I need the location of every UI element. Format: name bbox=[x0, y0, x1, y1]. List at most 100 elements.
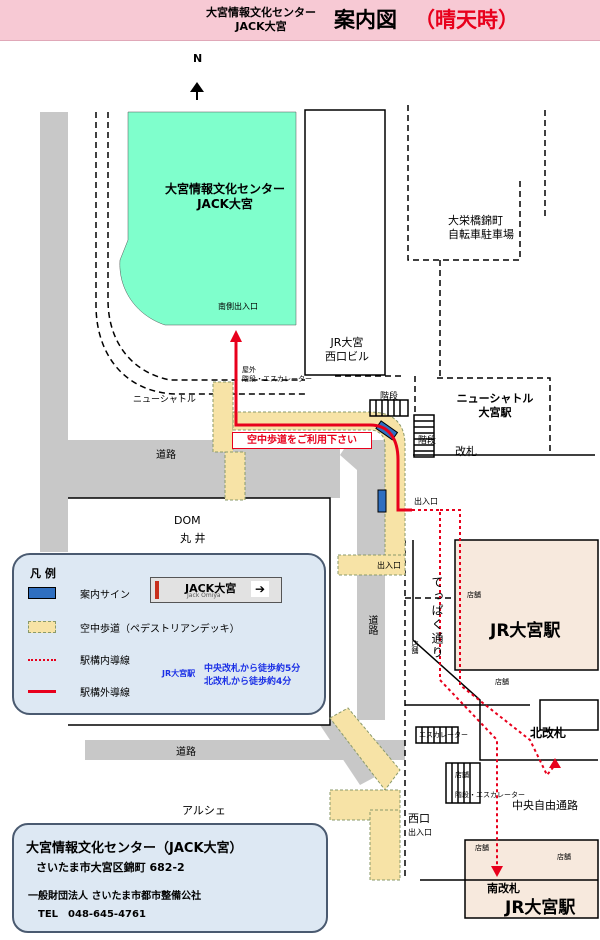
south-gate-arrow-icon bbox=[491, 866, 503, 877]
north-arrow-icon bbox=[190, 82, 204, 92]
outdoor-stairs-label-1: 屋外 bbox=[242, 366, 256, 374]
legend-outside-route-icon bbox=[28, 690, 56, 693]
legend-skywalk-icon bbox=[28, 621, 56, 633]
station-outline-1 bbox=[412, 540, 598, 761]
header-banner: 大宮情報文化センター JACK大宮 案内図 （晴天時） bbox=[0, 0, 600, 41]
shop-label-2: 店舗 bbox=[411, 640, 419, 654]
jr-west-building-shape bbox=[304, 109, 386, 376]
sign-sample-main: JACK大宮 bbox=[185, 582, 237, 595]
new-shuttle-line-label: ニューシャトル bbox=[133, 395, 196, 405]
header-name-line: 大宮情報文化センター bbox=[206, 6, 316, 19]
legend-sign-sample: JACK大宮 Jack Omiya ➔ bbox=[150, 577, 282, 603]
legend-panel: 凡 例 案内サイン JACK大宮 Jack Omiya ➔ 空中歩道（ペデストリ… bbox=[12, 553, 326, 715]
jr-station-area-top bbox=[454, 539, 599, 671]
road-top-label: 道路 bbox=[156, 450, 176, 461]
south-gate-label: 南改札 bbox=[487, 882, 520, 895]
skywalk-seg-7 bbox=[369, 809, 401, 881]
road-vertical-right bbox=[340, 440, 385, 720]
skywalk-notice: 空中歩道をご利用下さい bbox=[232, 432, 372, 449]
boundary-line-1 bbox=[107, 112, 305, 381]
bicycle-parking-label-2: 自転車駐車場 bbox=[448, 228, 514, 241]
road-middle-label: 道路 bbox=[176, 747, 196, 758]
shop-label-5: 店舗 bbox=[475, 844, 489, 852]
escalator-label-2: 階段・エスカレーター bbox=[455, 791, 525, 799]
escalator-icon-1 bbox=[415, 726, 459, 744]
facility-info-panel: 大宮情報文化センター（JACK大宮） さいたま市大宮区錦町 682-2 一般財団… bbox=[12, 823, 328, 933]
north-label: N bbox=[193, 52, 203, 65]
jr-station-area-bottom bbox=[464, 839, 599, 919]
dom-label: DOM bbox=[174, 514, 201, 527]
jr-omiya-station-label-top: JR大宮駅 bbox=[490, 621, 561, 641]
road-middle-horizontal bbox=[85, 740, 405, 760]
map-graphics bbox=[40, 82, 599, 919]
arche-label: アルシェ bbox=[182, 804, 226, 817]
entrance-label-3: 出入口 bbox=[408, 828, 432, 837]
legend-skywalk-label: 空中歩道（ペデストリアンデッキ） bbox=[80, 624, 240, 635]
legend-inside-route-icon bbox=[28, 659, 56, 661]
facility-address: さいたま市大宮区錦町 682-2 bbox=[36, 861, 185, 874]
outdoor-stairs-label-2: 階段・エスカレーター bbox=[242, 375, 312, 383]
stairs-top-label: 階段 bbox=[380, 392, 399, 402]
sign-sample-accent bbox=[155, 581, 159, 599]
south-entrance-label: 南側出入口 bbox=[218, 302, 258, 311]
boundary-line-3 bbox=[407, 105, 521, 261]
shop-label-4: 店舗 bbox=[455, 771, 469, 779]
jr-west-building-label-1: JR大宮 bbox=[330, 336, 364, 349]
skywalk-seg-4 bbox=[337, 554, 406, 576]
jack-building-label-2: JACK大宮 bbox=[197, 197, 253, 211]
boundary-line-2 bbox=[95, 112, 305, 395]
road-vertical-label: 道路 bbox=[366, 615, 377, 635]
skywalk-seg-2 bbox=[224, 451, 246, 501]
bicycle-parking-label-1: 大栄橋錦町 bbox=[448, 214, 503, 227]
stairs-bottom-label: 階段 bbox=[418, 436, 437, 446]
new-shuttle-station-label-2: 大宮駅 bbox=[478, 406, 512, 419]
inside-route-south bbox=[412, 509, 498, 870]
north-gate-arrow-icon bbox=[549, 758, 561, 768]
header-name-line2: JACK大宮 bbox=[235, 20, 287, 33]
legend-outside-route-label: 駅構外導線 bbox=[80, 688, 130, 699]
shop-label-6: 店舗 bbox=[557, 853, 571, 861]
jr-omiya-station-label-bottom: JR大宮駅 bbox=[505, 898, 576, 918]
outside-route-line bbox=[234, 340, 412, 512]
ticket-gate-label: 改札 bbox=[455, 445, 477, 458]
jack-building-label-1: 大宮情報文化センター bbox=[164, 182, 285, 196]
sign-arrow-icon: ➔ bbox=[251, 581, 269, 597]
teppaku-street-label: てっぱく通り bbox=[430, 576, 444, 660]
west-exit-label: 西口 bbox=[408, 812, 430, 825]
skywalk-seg-1 bbox=[212, 381, 234, 453]
stairs-bottom-icon bbox=[413, 414, 435, 458]
sign-sample-sub: Jack Omiya bbox=[187, 592, 221, 599]
escalator-label-1: エスカレーター bbox=[419, 731, 468, 739]
shop-label-1: 店舗 bbox=[467, 591, 481, 599]
north-gate-box bbox=[539, 699, 599, 731]
road-top-horizontal bbox=[40, 440, 340, 498]
skywalk-seg-5 bbox=[329, 707, 401, 791]
legend-sign-icon bbox=[28, 587, 56, 599]
legend-jr-station-label: JR大宮駅 bbox=[162, 669, 196, 678]
escalator-icon-2 bbox=[445, 762, 481, 804]
facility-org: 一般財団法人 さいたま市都市整備公社 bbox=[28, 891, 202, 902]
page-subtitle-condition: （晴天時） bbox=[414, 8, 519, 32]
legend-inside-route-label: 駅構内導線 bbox=[80, 656, 130, 667]
new-shuttle-station-label-1: ニューシャトル bbox=[456, 392, 534, 405]
boundary-line-9 bbox=[437, 377, 551, 455]
shop-label-3: 店舗 bbox=[495, 678, 509, 686]
jack-building-shape bbox=[119, 111, 297, 326]
inside-route-north bbox=[440, 509, 556, 777]
entrance-label-2: 出入口 bbox=[377, 561, 401, 570]
area-map: N 大宮情報文化センター JACK大宮 南側出入口 屋外 階段・エスカレーター … bbox=[0, 40, 600, 940]
facility-tel: TEL 048-645-4761 bbox=[38, 909, 146, 920]
marui-label: 丸 井 bbox=[180, 532, 206, 545]
legend-time-central: 中央改札から徒歩約5分 bbox=[204, 664, 301, 674]
legend-title: 凡 例 bbox=[30, 567, 56, 580]
legend-time-north: 北改札から徒歩約4分 bbox=[204, 677, 292, 687]
central-passage-label: 中央自由通路 bbox=[512, 799, 578, 812]
route-arrow-icon bbox=[230, 330, 242, 342]
north-gate-label: 北改札 bbox=[530, 726, 567, 740]
stairs-top-icon bbox=[369, 399, 409, 417]
legend-info-sign-label: 案内サイン bbox=[80, 590, 130, 601]
jr-west-building-label-2: 西口ビル bbox=[325, 350, 369, 363]
page-title: 案内図 bbox=[334, 8, 397, 32]
info-sign-icon-2 bbox=[377, 489, 387, 513]
facility-name: 大宮情報文化センター（JACK大宮） bbox=[26, 841, 243, 856]
